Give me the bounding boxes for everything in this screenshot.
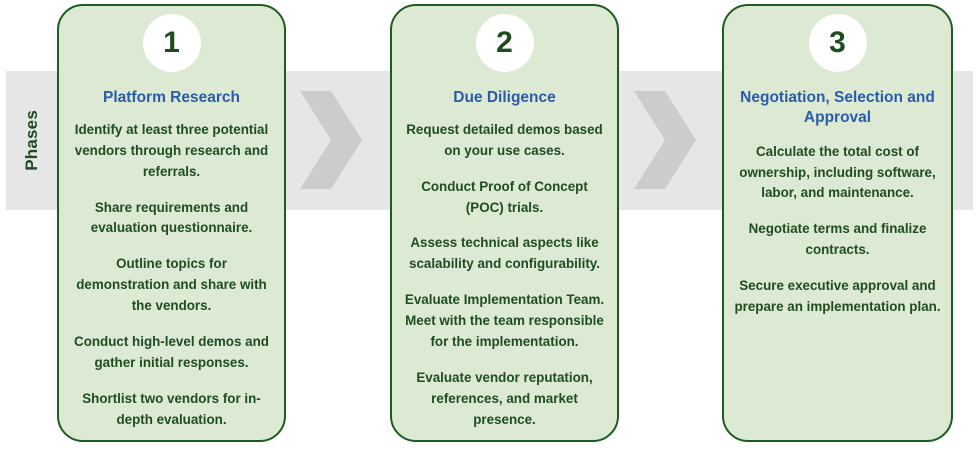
chevron-right-icon xyxy=(634,91,696,189)
phase-item: Identify at least three potential vendor… xyxy=(74,121,269,179)
phase-number-badge-1: 1 xyxy=(142,14,201,72)
phase-body-3: Calculate the total cost of ownership, i… xyxy=(724,142,951,318)
phase-card-1: 1 Platform Research Identify at least th… xyxy=(57,4,286,442)
phase-title-3: Negotiation, Selection and Approval xyxy=(740,89,935,126)
phase-number-badge-2: 2 xyxy=(475,14,534,72)
phase-item: Shortlist two vendors for in-depth evalu… xyxy=(82,390,261,427)
phase-item: Calculate the total cost of ownership, i… xyxy=(739,143,936,201)
phase-item: Assess technical aspects like scalabilit… xyxy=(409,235,600,272)
phase-item: Request detailed demos based on your use… xyxy=(406,121,603,158)
phase-body-2: Request detailed demos based on your use… xyxy=(392,120,617,431)
phase-item: Secure executive approval and prepare an… xyxy=(734,278,941,315)
phase-item: Conduct high-level demos and gather init… xyxy=(74,334,269,370)
chevron-right-icon xyxy=(300,91,362,189)
phase-item: Evaluate Implementation Team. Meet with … xyxy=(404,292,605,350)
phase-title-1: Platform Research xyxy=(103,89,240,106)
phase-number-badge-3: 3 xyxy=(808,14,867,72)
phase-item: Evaluate vendor reputation, references, … xyxy=(416,369,593,427)
phase-title-2: Due Diligence xyxy=(453,89,556,106)
phase-card-3: 3 Negotiation, Selection and Approval Ca… xyxy=(722,4,953,442)
phase-item: Negotiate terms and finalize contracts. xyxy=(748,221,927,258)
phase-card-2: 2 Due Diligence Request detailed demos b… xyxy=(390,4,619,442)
phases-row-label: Phases xyxy=(10,71,54,210)
phase-item: Outline topics for demonstration and sha… xyxy=(76,256,267,314)
phase-item: Share requirements and evaluation questi… xyxy=(90,199,253,236)
phase-body-1: Identify at least three potential vendor… xyxy=(59,120,284,431)
phases-row-label-text: Phases xyxy=(22,110,41,171)
phase-item: Conduct Proof of Concept (POC) trials. xyxy=(421,178,588,215)
